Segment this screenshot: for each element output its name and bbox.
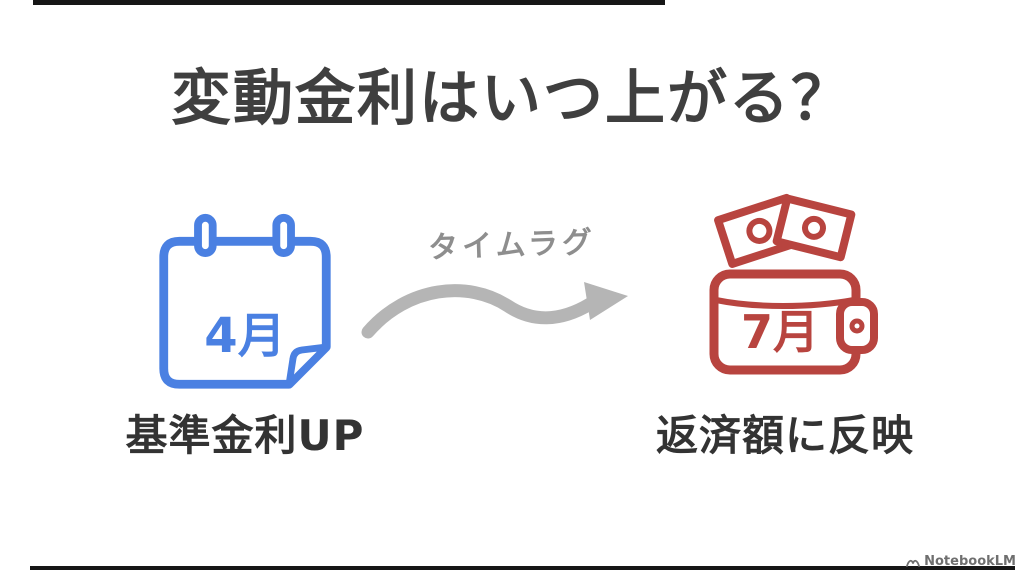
watermark: NotebookLM	[906, 554, 1016, 569]
wallet-month-text: 7月	[740, 305, 819, 359]
left-caption: 基準金利UP	[125, 411, 365, 460]
calendar-month-text: 4月	[204, 308, 286, 364]
watermark-label: NotebookLM	[924, 554, 1016, 569]
right-caption: 返済額に反映	[655, 411, 914, 460]
timelag-arrow-icon	[358, 252, 658, 364]
calendar-group: 4月	[152, 208, 338, 398]
notebooklm-logo-icon	[906, 556, 921, 568]
top-edge-line	[33, 0, 665, 5]
page-title: 変動金利はいつ上がる？	[171, 64, 853, 134]
calendar-icon	[152, 208, 338, 398]
wallet-group: 7月	[700, 178, 882, 400]
bottom-edge-line	[30, 566, 1015, 570]
wallet-icon	[700, 178, 882, 400]
